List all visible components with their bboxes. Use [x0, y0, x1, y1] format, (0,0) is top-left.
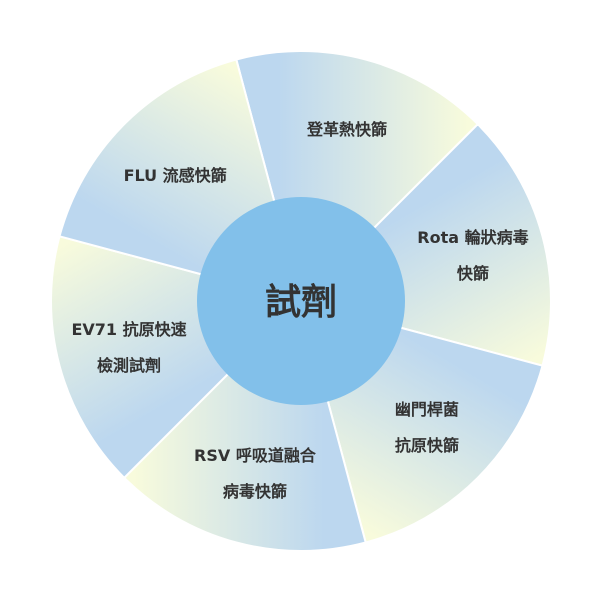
segment-label-rsv-rapid-test: RSV 呼吸道融合病毒快篩: [194, 446, 317, 501]
segment-label-hp-antigen-test: 幽門桿菌抗原快篩: [395, 400, 459, 455]
segment-label-line: Rota 輪狀病毒: [417, 228, 528, 247]
segment-label-line: 幽門桿菌: [395, 400, 459, 419]
segment-label-line: RSV 呼吸道融合: [194, 446, 317, 465]
center-circle: [197, 197, 405, 405]
segment-label-rota-rapid-test: Rota 輪狀病毒快篩: [417, 228, 528, 283]
segment-label-line: 快篩: [457, 264, 489, 283]
segment-label-line: 登革熱快篩: [306, 120, 387, 139]
segment-label-flu-rapid-test: FLU 流感快篩: [124, 166, 227, 185]
segment-label-line: 抗原快篩: [395, 436, 459, 455]
segment-label-line: 病毒快篩: [223, 482, 287, 501]
segment-label-fever-rapid-test: 登革熱快篩: [306, 120, 387, 139]
segment-label-line: FLU 流感快篩: [124, 166, 227, 185]
segment-label-ev71-antigen-test: EV71 抗原快速檢測試劑: [71, 320, 186, 375]
center-label: 試劑: [265, 282, 337, 323]
segment-label-line: EV71 抗原快速: [71, 320, 186, 339]
segment-label-line: 檢測試劑: [97, 356, 161, 375]
